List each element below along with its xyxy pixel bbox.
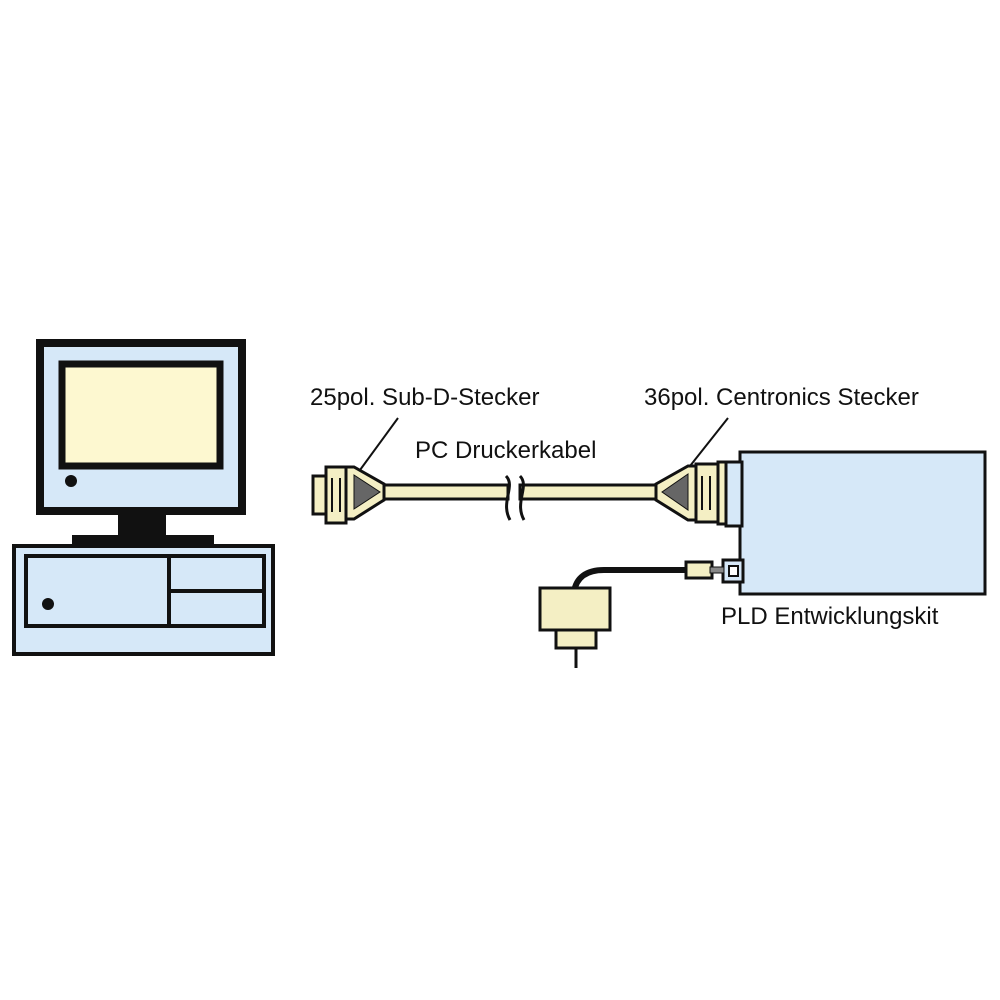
desktop-pc-icon [12,339,275,656]
printer-cable [380,474,660,521]
system-unit [12,544,275,656]
monitor-icon [36,339,246,545]
subd-leader-line [359,417,399,471]
power-adapter-icon [538,560,725,668]
centronics-connector-icon [654,460,730,526]
dev-kit-label: PLD Entwicklungskit [721,603,939,630]
centronics-connector-label: 36pol. Centronics Stecker [644,384,919,411]
subd-connector-label: 25pol. Sub-D-Stecker [310,384,539,411]
centronics-leader-line [689,417,729,467]
dev-kit-board [721,450,987,596]
subd-connector-icon [311,465,386,525]
printer-cable-label: PC Druckerkabel [415,437,596,464]
